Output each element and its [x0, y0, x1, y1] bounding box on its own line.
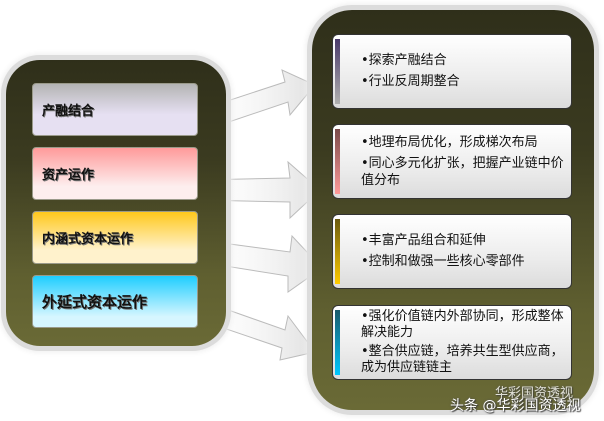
right-box-1: •探索产融结合 •行业反周期整合 [332, 34, 572, 109]
bullet-text: •控制和做强一些核心零部件 [361, 254, 525, 269]
left-box-label: 产融结合 [42, 104, 95, 119]
bullet-text: •行业反周期整合 [361, 74, 460, 89]
left-box-label: 内涵式资本运作 [42, 232, 134, 247]
left-box-label: 资产运作 [42, 168, 95, 183]
left-box-3: 内涵式资本运作 [32, 211, 198, 264]
left-box-4: 外延式资本运作 [32, 275, 198, 328]
watermark-line2: 头条 @华彩国资透视 [450, 398, 581, 414]
left-box-2: 资产运作 [32, 147, 198, 200]
bullet-text: •丰富产品组合和延伸 [361, 233, 486, 248]
left-box-label: 外延式资本运作 [42, 293, 148, 311]
bullet-text: •地理布局优化，形成梯次布局 [361, 135, 538, 150]
left-box-1: 产融结合 [32, 83, 198, 136]
accent-bar [335, 39, 340, 104]
accent-bar [335, 310, 340, 375]
bullet-text: •探索产融结合 [361, 53, 447, 68]
right-box-3: •丰富产品组合和延伸 •控制和做强一些核心零部件 [332, 214, 572, 289]
bullet-text: •整合供应链，培养共生型供应商，成为供应链链主 [361, 344, 564, 375]
right-box-2: •地理布局优化，形成梯次布局 •同心多元化扩张，把握产业链中价值分布 [332, 124, 572, 199]
bullet-text: •强化价值链内外部协同，形成整体解决能力 [361, 309, 564, 340]
bullet-text: •同心多元化扩张，把握产业链中价值分布 [361, 156, 564, 188]
accent-bar [335, 129, 340, 194]
accent-bar [335, 219, 340, 284]
connector-arrows [199, 69, 323, 361]
watermark-line1: 华彩国资透视 [495, 386, 574, 401]
right-box-4: •强化价值链内外部协同，形成整体解决能力 •整合供应链，培养共生型供应商，成为供… [332, 305, 572, 380]
